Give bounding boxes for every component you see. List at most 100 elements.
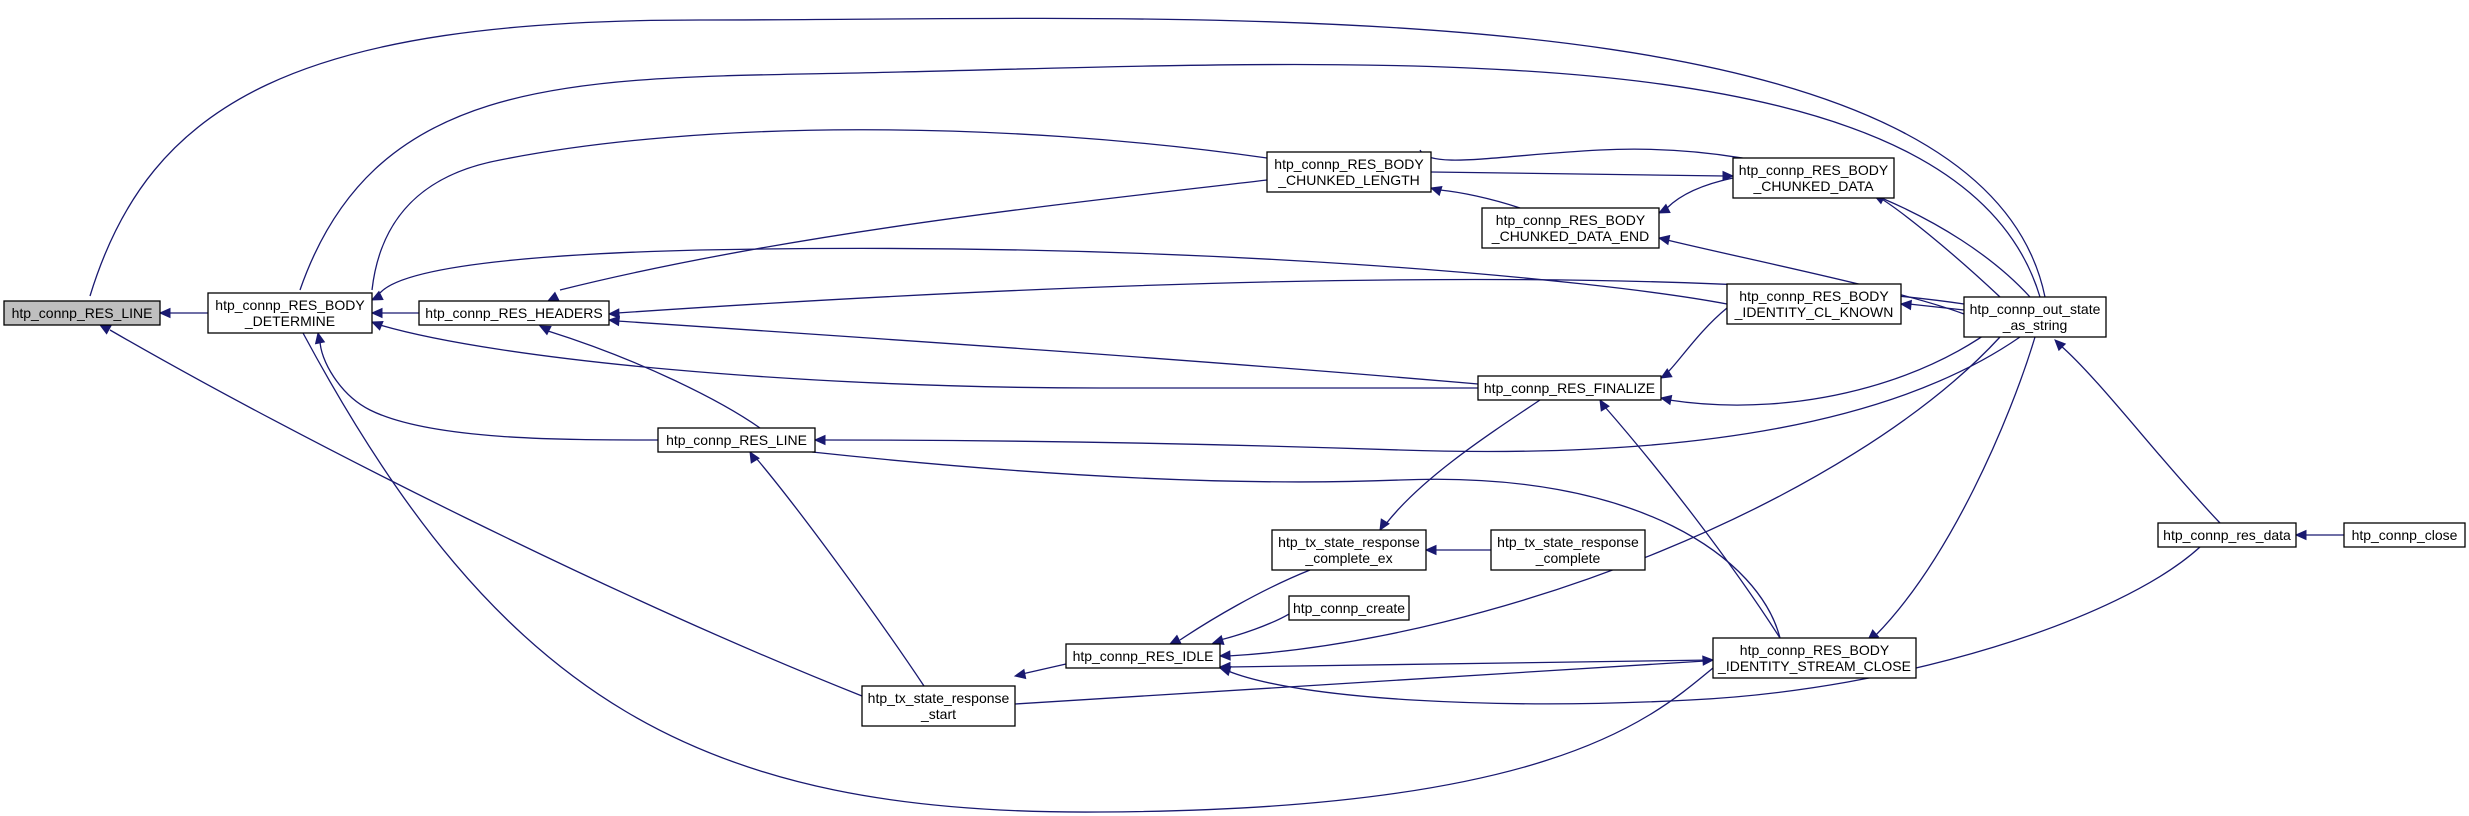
call-edge — [302, 332, 1714, 813]
edge-arrowhead — [1013, 668, 1027, 680]
node-label-line: htp_connp_RES_BODY — [1496, 212, 1646, 228]
node-box[interactable] — [2157, 522, 2297, 548]
node-box[interactable] — [1266, 151, 1432, 193]
node-label-line: htp_connp_RES_LINE — [12, 305, 153, 321]
edge-arrowhead — [1899, 299, 1912, 311]
node-box[interactable] — [3, 300, 161, 326]
edge-arrowhead — [546, 291, 560, 302]
call-edge — [1227, 546, 2201, 705]
node-label-line: htp_connp_RES_BODY — [1739, 288, 1889, 304]
edge-arrowhead — [813, 434, 826, 446]
edge-arrowhead — [1168, 634, 1182, 645]
node-box[interactable] — [1490, 529, 1646, 571]
node-chunked-data[interactable]: htp_connp_RES_BODY_CHUNKED_DATA — [1732, 157, 1895, 199]
edge-arrowhead — [1218, 650, 1231, 661]
call-edge — [559, 179, 1268, 291]
edge-arrowhead — [1424, 544, 1437, 556]
edge-arrowhead — [1702, 655, 1715, 666]
edge-arrowhead — [1657, 234, 1671, 246]
call-edge — [1227, 659, 1714, 668]
node-chunked-data-end[interactable]: htp_connp_RES_BODY_CHUNKED_DATA_END — [1481, 207, 1660, 249]
node-label-line: htp_connp_close — [2352, 527, 2458, 543]
call-edge — [1021, 663, 1067, 675]
node-label-line: _IDENTITY_CL_KNOWN — [1734, 304, 1894, 320]
edge-arrowhead — [1218, 665, 1232, 677]
node-box[interactable] — [418, 300, 610, 326]
edge-arrowhead — [1659, 394, 1673, 406]
node-res-data[interactable]: htp_connp_res_data — [2157, 522, 2297, 548]
call-edge — [822, 336, 2021, 453]
call-edge — [1908, 303, 1965, 311]
node-box[interactable] — [1726, 283, 1902, 325]
call-edge — [1439, 189, 1521, 209]
call-edge — [379, 247, 1728, 305]
node-res-idle[interactable]: htp_connp_RES_IDLE — [1065, 643, 1221, 669]
call-edge — [1227, 336, 2001, 657]
node-tx-response-complete[interactable]: htp_tx_state_response_complete — [1490, 529, 1646, 571]
edge-arrowhead — [98, 324, 112, 335]
edge-arrowhead — [607, 315, 620, 327]
call-edge — [616, 320, 1479, 385]
node-box[interactable] — [1712, 637, 1917, 679]
node-label-line: _start — [920, 706, 956, 722]
edge-arrowhead — [538, 325, 552, 336]
node-identity-cl-known[interactable]: htp_connp_RES_BODY_IDENTITY_CL_KNOWN — [1726, 283, 1902, 325]
edge-arrowhead — [1599, 398, 1610, 412]
node-label-line: htp_connp_RES_IDLE — [1073, 648, 1214, 664]
node-out-state-as-string[interactable]: htp_connp_out_state_as_string — [1963, 296, 2107, 338]
node-identity-stream-close[interactable]: htp_connp_RES_BODY_IDENTITY_STREAM_CLOSE — [1712, 637, 1917, 679]
edge-arrowhead — [1659, 368, 1673, 379]
call-edge — [1179, 569, 1311, 641]
node-label-line: htp_tx_state_response — [1497, 534, 1639, 550]
node-body-determine[interactable]: htp_connp_RES_BODY_DETERMINE — [207, 292, 373, 334]
node-connp-create[interactable]: htp_connp_create — [1288, 595, 1410, 621]
node-box[interactable] — [1065, 643, 1221, 669]
edge-arrowhead — [1379, 518, 1390, 532]
node-label-line: htp_connp_RES_BODY — [1739, 162, 1889, 178]
node-chunked-length[interactable]: htp_connp_RES_BODY_CHUNKED_LENGTH — [1266, 151, 1432, 193]
edge-arrowhead — [2294, 529, 2307, 541]
node-finalize[interactable]: htp_connp_RES_FINALIZE — [1477, 375, 1662, 401]
node-label-line: _CHUNKED_DATA — [1752, 178, 1874, 194]
call-edge — [1879, 197, 2001, 298]
node-box[interactable] — [1481, 207, 1660, 249]
node-box[interactable] — [1271, 529, 1427, 571]
graph-nodes: htp_connp_RES_LINE htp_connp_RES_BODY_DET… — [3, 151, 2466, 727]
node-box[interactable] — [1288, 595, 1410, 621]
node-connp-close[interactable]: htp_connp_close — [2343, 522, 2466, 548]
node-box[interactable] — [2343, 522, 2466, 548]
node-label-line: htp_connp_res_data — [2163, 527, 2291, 543]
node-tx-response-complete-ex[interactable]: htp_tx_state_response_complete_ex — [1271, 529, 1427, 571]
edge-arrowhead — [1722, 170, 1735, 182]
node-box[interactable] — [1732, 157, 1895, 199]
node-label-line: htp_connp_RES_HEADERS — [425, 305, 602, 321]
node-res-line-focus[interactable]: htp_connp_RES_LINE — [3, 300, 161, 326]
edge-arrowhead — [749, 450, 760, 464]
edge-arrowhead — [158, 307, 171, 319]
call-edge — [379, 324, 1478, 389]
node-label-line: _CHUNKED_DATA_END — [1491, 228, 1649, 244]
edge-arrowhead — [607, 308, 620, 319]
node-headers[interactable]: htp_connp_RES_HEADERS — [418, 300, 610, 326]
node-tx-response-start[interactable]: htp_tx_state_response_start — [861, 685, 1016, 727]
call-edge — [1666, 177, 1734, 209]
node-label-line: htp_connp_out_state — [1970, 301, 2101, 317]
call-edge — [811, 451, 1781, 639]
node-box[interactable] — [1477, 375, 1662, 401]
node-label-line: htp_connp_RES_BODY — [215, 297, 365, 313]
node-box[interactable] — [1963, 296, 2107, 338]
node-res-line[interactable]: htp_connp_RES_LINE — [657, 427, 816, 453]
call-edge — [1384, 399, 1541, 526]
call-edge — [755, 457, 925, 687]
node-box[interactable] — [207, 292, 373, 334]
edge-arrowhead — [1211, 634, 1225, 646]
node-label-line: htp_tx_state_response — [868, 690, 1010, 706]
edge-arrowhead — [314, 331, 326, 345]
node-label-line: htp_connp_RES_FINALIZE — [1484, 380, 1655, 396]
node-box[interactable] — [861, 685, 1016, 727]
node-box[interactable] — [657, 427, 816, 453]
call-edge — [1419, 148, 2031, 298]
call-edge — [299, 63, 2041, 298]
call-edge — [109, 329, 863, 697]
